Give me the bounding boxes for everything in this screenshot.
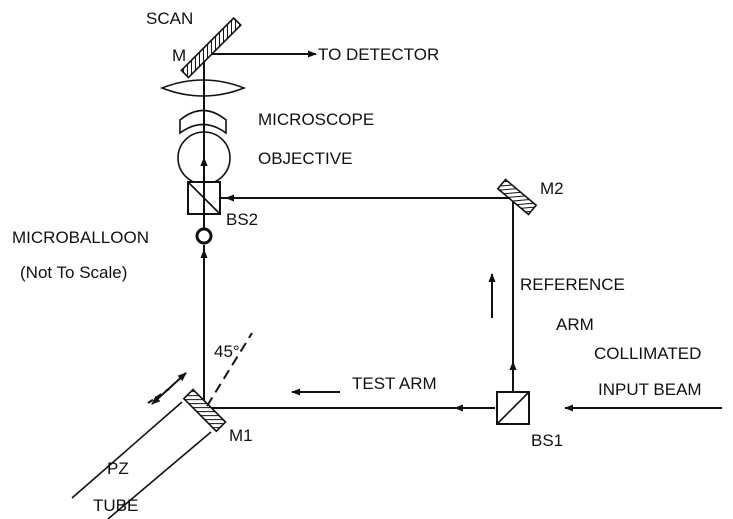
label-bs2: BS2 bbox=[226, 210, 258, 229]
bs1-diagonal bbox=[496, 391, 530, 425]
label-45-degrees: 45° bbox=[214, 342, 240, 361]
mirror-m1 bbox=[182, 388, 227, 433]
angle-reference-dashed-line bbox=[206, 332, 253, 407]
label-input-beam: INPUT BEAM bbox=[598, 380, 702, 399]
label-tube: TUBE bbox=[93, 496, 138, 515]
scan-mirror bbox=[180, 16, 242, 79]
label-test-arm: TEST ARM bbox=[352, 374, 437, 393]
label-microballoon: MICROBALLOON bbox=[12, 228, 149, 247]
label-microscope: MICROSCOPE bbox=[258, 110, 374, 129]
objective-lens-top bbox=[159, 79, 247, 97]
label-m: M bbox=[172, 46, 186, 65]
label-bs1: BS1 bbox=[531, 431, 563, 450]
pz-tube-left-edge bbox=[71, 401, 183, 499]
label-m1: M1 bbox=[229, 426, 253, 445]
label-scan: SCAN bbox=[146, 9, 193, 28]
pz-translation-arrow bbox=[151, 372, 187, 405]
microballoon-target bbox=[195, 227, 213, 245]
objective-lens-middle bbox=[179, 109, 227, 135]
label-objective: OBJECTIVE bbox=[258, 149, 352, 168]
pz-tube-right-edge bbox=[107, 431, 212, 519]
label-collimated: COLLIMATED bbox=[594, 344, 701, 363]
label-m2: M2 bbox=[540, 179, 564, 198]
label-not-to-scale: (Not To Scale) bbox=[20, 263, 127, 282]
label-to-detector: TO DETECTOR bbox=[318, 45, 439, 64]
mirror-m2 bbox=[496, 178, 538, 216]
label-pz: PZ bbox=[107, 459, 129, 478]
label-reference: REFERENCE bbox=[520, 275, 625, 294]
label-arm: ARM bbox=[556, 315, 594, 334]
